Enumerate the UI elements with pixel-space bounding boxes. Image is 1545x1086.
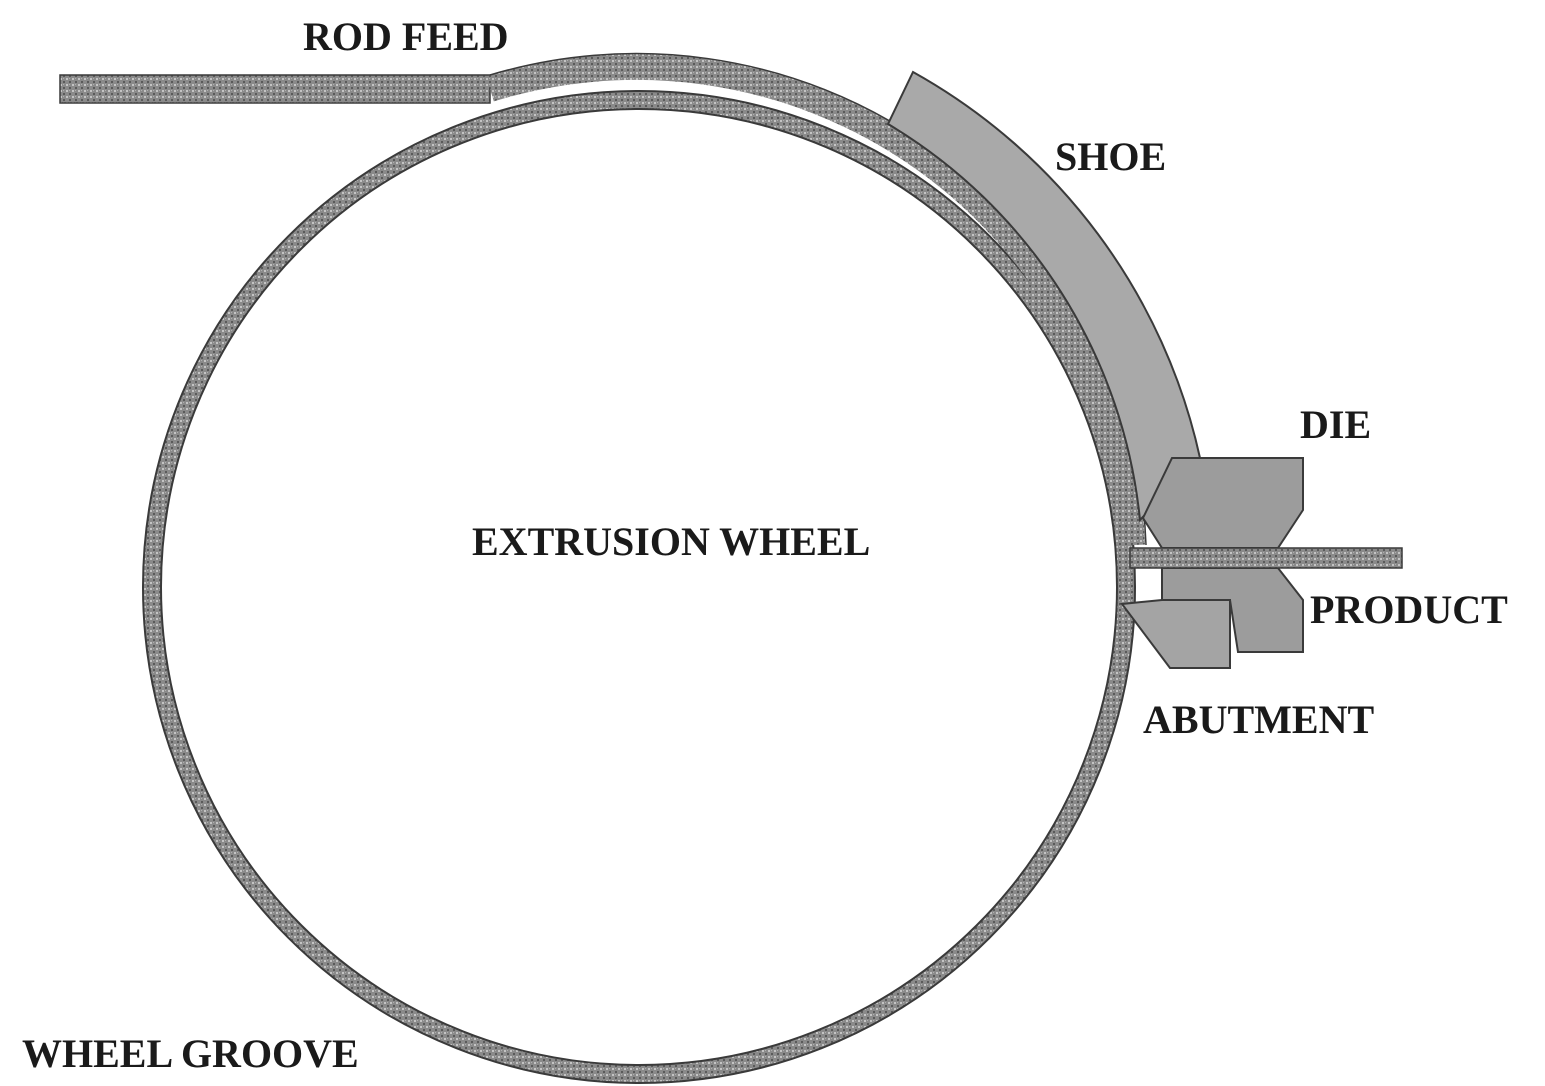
abutment-label: ABUTMENT — [1143, 697, 1374, 742]
rod-feed-bar — [59, 74, 491, 104]
rod-in-groove — [486, 53, 1145, 546]
product-label: PRODUCT — [1310, 587, 1508, 632]
die-block — [1141, 457, 1304, 549]
extrusion-wheel-label: EXTRUSION WHEEL — [472, 519, 870, 564]
rod-feed-label: ROD FEED — [303, 14, 509, 59]
wheel-groove-label: WHEEL GROOVE — [22, 1031, 359, 1076]
product-rod — [1129, 547, 1403, 569]
abutment-block — [1120, 599, 1231, 669]
wheel-groove-ring — [141, 90, 1137, 1084]
die-label: DIE — [1300, 402, 1371, 447]
shoe-label: SHOE — [1055, 134, 1166, 179]
